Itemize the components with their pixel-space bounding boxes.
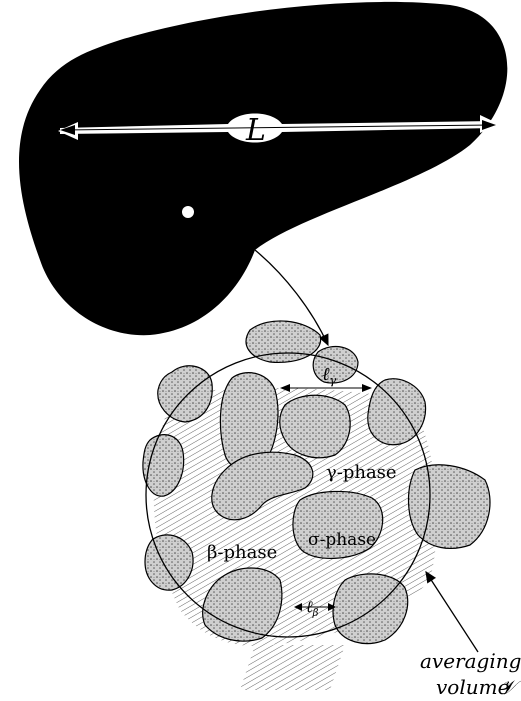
particle bbox=[409, 465, 490, 549]
length-scale-label: L bbox=[245, 113, 266, 148]
volume-label: volume bbox=[436, 675, 509, 699]
beta-phase-label: β-phase bbox=[207, 542, 277, 563]
sigma-phase-label: σ-phase bbox=[308, 530, 376, 550]
particle bbox=[145, 535, 193, 590]
volume-symbol: 𝒱 bbox=[500, 675, 521, 699]
particle bbox=[158, 366, 212, 422]
macroscopic-region bbox=[19, 2, 507, 335]
gamma-phase-label: γ-phase bbox=[326, 462, 397, 483]
averaging-label: averaging bbox=[420, 649, 521, 673]
averaging-volume-arrow bbox=[426, 572, 478, 652]
sample-point bbox=[182, 206, 194, 218]
particle bbox=[333, 574, 408, 644]
